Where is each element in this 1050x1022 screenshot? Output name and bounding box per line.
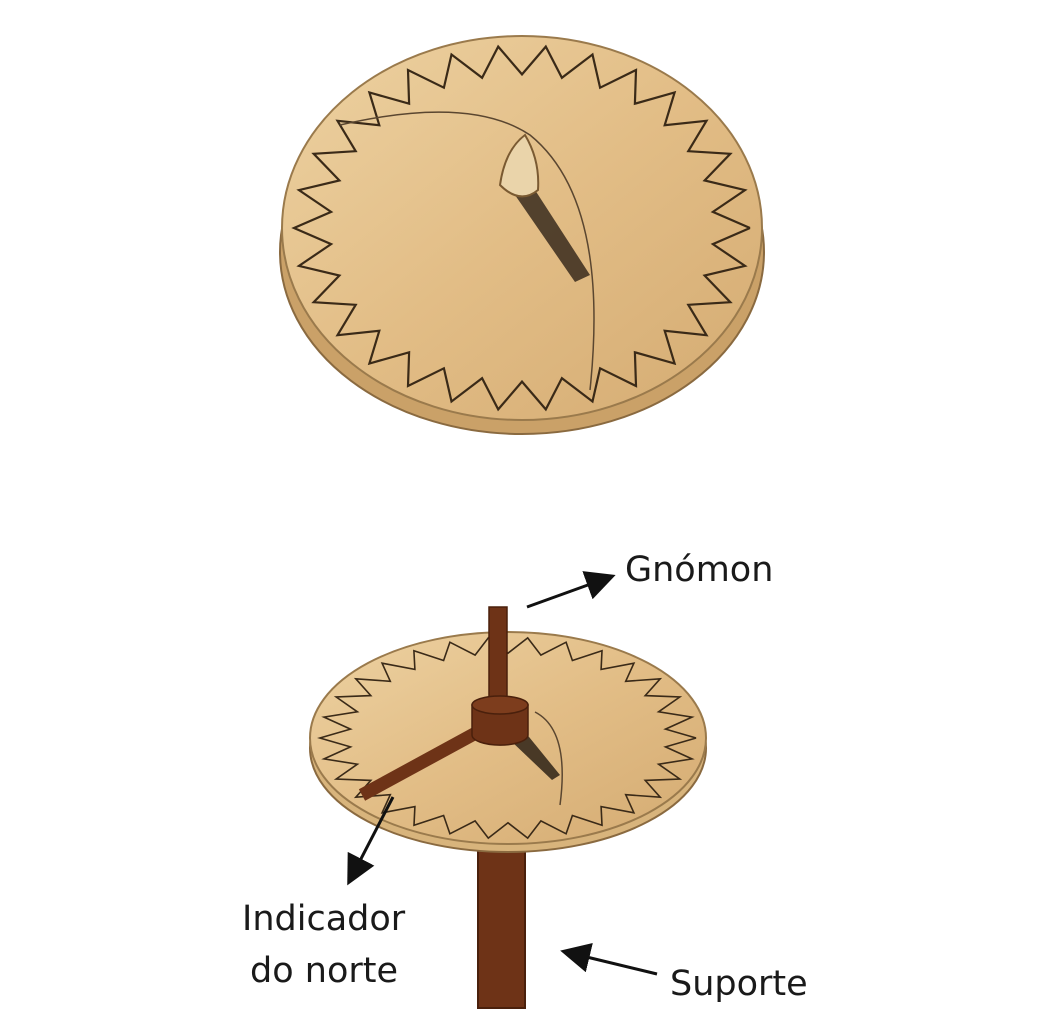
bottom-sundial <box>309 606 707 1009</box>
top-dial-shadow-arc <box>339 111 595 391</box>
hour-mark-zigzag <box>317 636 697 840</box>
top-gnomon-shadow <box>515 190 590 282</box>
support-post <box>477 844 526 1009</box>
bottom-gnomon-shadow <box>510 732 560 780</box>
support-label: Suporte <box>670 964 808 1004</box>
gnomon-arrow <box>526 571 616 609</box>
gnomon-hub <box>471 704 529 746</box>
bottom-dial-hour-marks <box>317 636 697 840</box>
top-dial-hour-marks <box>291 44 751 412</box>
gnomon-hub-top <box>471 695 529 715</box>
north-indicator-arrow <box>347 796 395 886</box>
top-gnomon <box>498 133 540 198</box>
annotations: Gnómon Indicador do norte Suporte <box>242 550 808 1004</box>
north-indicator-label-line1: Indicador <box>242 899 406 939</box>
top-dial-face <box>281 35 763 421</box>
gnomon-rod <box>488 606 508 708</box>
hour-mark-zigzag <box>291 44 751 412</box>
bottom-dial-shadow-arc <box>534 711 563 806</box>
gnomon-label: Gnómon <box>625 550 773 590</box>
north-indicator-label-line2: do norte <box>250 951 398 991</box>
top-sundial <box>279 35 765 435</box>
north-indicator-rod <box>358 722 489 801</box>
support-arrow <box>560 943 658 976</box>
